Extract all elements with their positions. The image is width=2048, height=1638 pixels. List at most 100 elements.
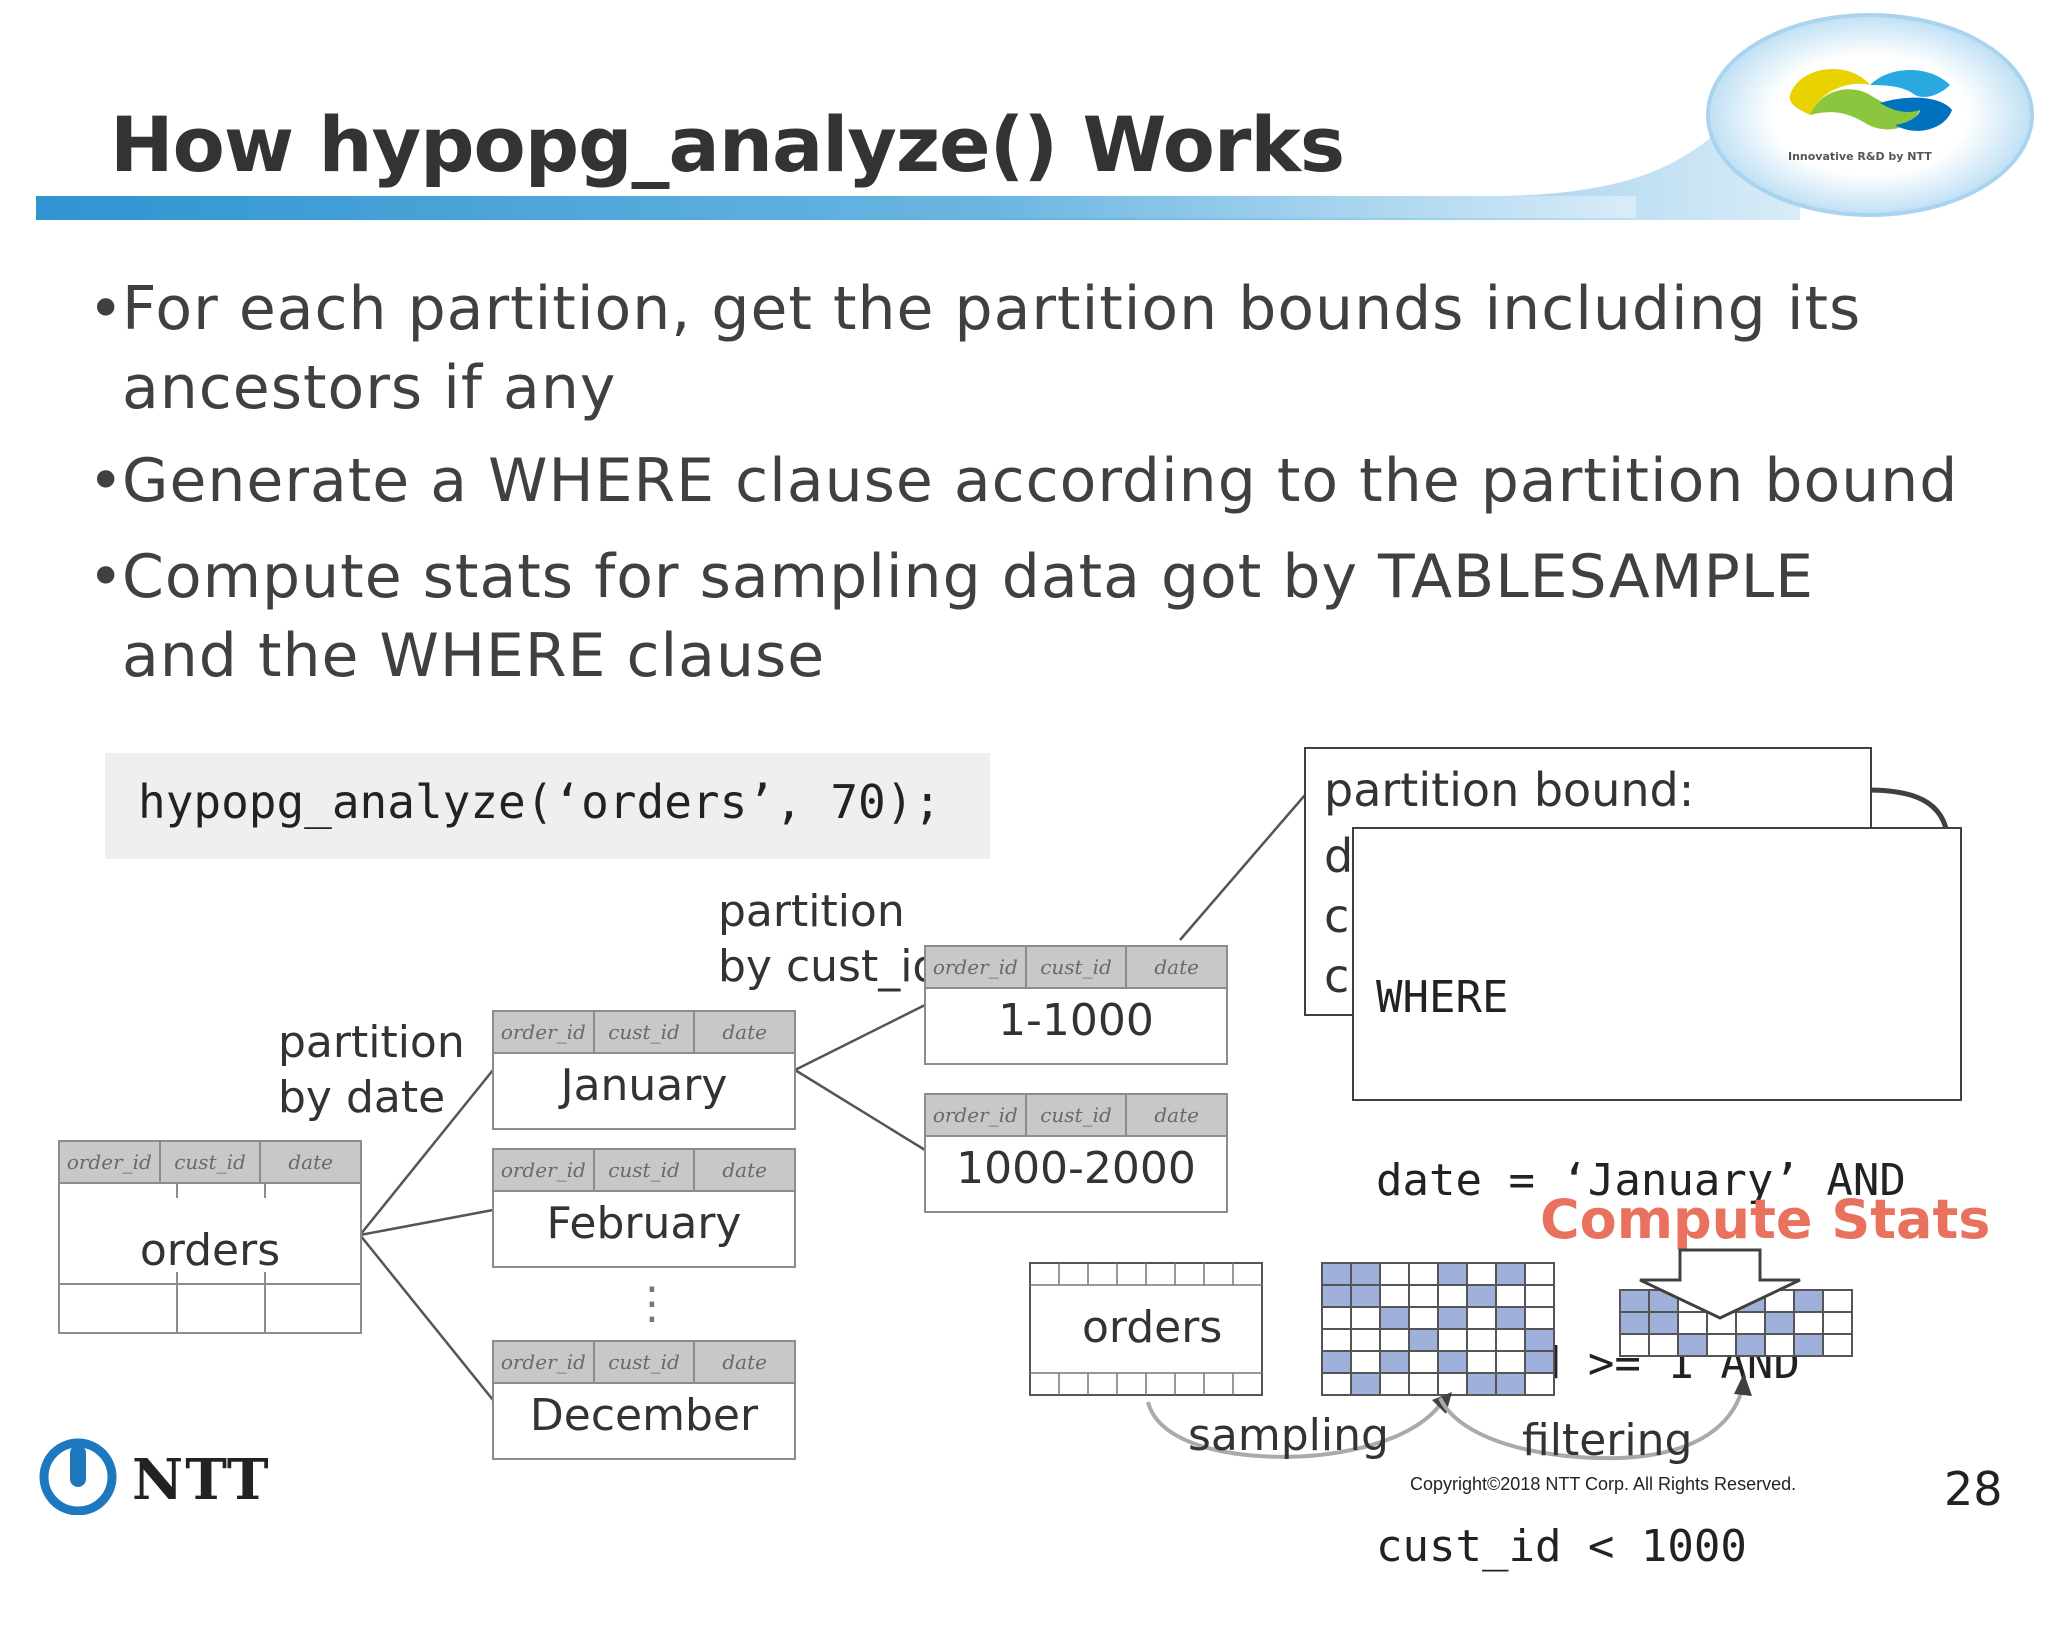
grid-cell <box>1524 1306 1555 1330</box>
brand-name: NTT <box>132 1447 271 1513</box>
grid-cell <box>1735 1333 1766 1357</box>
page-number: 28 <box>1944 1462 2003 1516</box>
filtering-label: filtering <box>1522 1415 1693 1466</box>
grid-cell <box>1408 1284 1439 1308</box>
table-grid-lines <box>60 1184 360 1332</box>
label-line: by date <box>278 1072 446 1123</box>
grid-cell <box>1677 1311 1708 1335</box>
grid-cell <box>1466 1284 1497 1308</box>
grid-cell <box>1379 1262 1410 1286</box>
grid-cell <box>1524 1372 1555 1396</box>
compute-table-label: orders <box>1082 1302 1223 1353</box>
column-header: date <box>722 1158 767 1182</box>
column-header: order_id <box>926 947 1027 987</box>
bullet-text-line: Compute stats for sampling data got by T… <box>122 542 1815 612</box>
table-orders: order_id cust_id date orders <box>58 1140 362 1334</box>
grid-cell <box>1619 1289 1650 1313</box>
table-partition-december: order_id cust_id date December <box>492 1340 796 1460</box>
column-header: date <box>288 1150 333 1174</box>
where-clause-box <box>1352 827 1962 1101</box>
table-partition-cust-1: order_id cust_id date 1-1000 <box>924 945 1228 1065</box>
ellipsis-vertical: ⋮ <box>630 1278 674 1329</box>
grid-cell <box>1321 1306 1352 1330</box>
grid-cell <box>1793 1311 1824 1335</box>
sampling-label: sampling <box>1188 1410 1389 1461</box>
grid-cell <box>1321 1350 1352 1374</box>
grid-cell <box>1408 1262 1439 1286</box>
grid-cell <box>1619 1311 1650 1335</box>
grid-cell <box>1524 1328 1555 1352</box>
grid-cell <box>1764 1311 1795 1335</box>
bullet-marker: • <box>88 274 125 344</box>
grid-cell <box>1437 1306 1468 1330</box>
bullet-text-line: and the WHERE clause <box>122 621 826 691</box>
grid-cell <box>1648 1333 1679 1357</box>
column-header: order_id <box>60 1142 161 1182</box>
column-header: date <box>1154 1103 1199 1127</box>
column-header: order_id <box>494 1342 595 1382</box>
grid-cell <box>1321 1372 1352 1396</box>
column-header: order_id <box>494 1012 595 1052</box>
grid-cell <box>1793 1289 1824 1313</box>
column-header: date <box>1154 955 1199 979</box>
grid-cell <box>1495 1350 1526 1374</box>
grid-cell <box>1350 1284 1381 1308</box>
grid-cell <box>1408 1328 1439 1352</box>
grid-cell <box>1408 1372 1439 1396</box>
column-header: cust_id <box>595 1150 696 1190</box>
table-partition-cust-2: order_id cust_id date 1000-2000 <box>924 1093 1228 1213</box>
grid-cell <box>1408 1350 1439 1374</box>
label-partition-by-cust: partition by cust_id <box>718 884 940 994</box>
grid-cell <box>1495 1262 1526 1286</box>
grid-cell <box>1524 1284 1555 1308</box>
grid-cell <box>1466 1306 1497 1330</box>
grid-cell <box>1466 1350 1497 1374</box>
grid-cell <box>1466 1262 1497 1286</box>
grid-cell <box>1466 1328 1497 1352</box>
grid-cell <box>1379 1350 1410 1374</box>
hidden-initial: c <box>1324 949 1350 1003</box>
bullet-item: • For each partition, get the partition … <box>88 270 2008 428</box>
slide-title: How hypopg_analyze() Works <box>110 100 1345 189</box>
grid-cell <box>1379 1284 1410 1308</box>
table-header: order_id cust_id date <box>926 1095 1226 1137</box>
label-line: partition <box>718 886 905 937</box>
grid-cell <box>1822 1311 1853 1335</box>
grid-cell <box>1437 1262 1468 1286</box>
partition-name: December <box>529 1390 759 1441</box>
grid-cell <box>1524 1350 1555 1374</box>
code-snippet: hypopg_analyze(‘orders’, 70); <box>138 775 942 829</box>
grid-cell <box>1822 1289 1853 1313</box>
table-name: orders <box>139 1225 281 1276</box>
grid-cell <box>1379 1328 1410 1352</box>
grid-cell <box>1495 1306 1526 1330</box>
grid-cell <box>1350 1350 1381 1374</box>
grid-cell <box>1466 1372 1497 1396</box>
column-header: cust_id <box>1027 947 1128 987</box>
grid-cell <box>1321 1262 1352 1286</box>
grid-cell <box>1793 1333 1824 1357</box>
grid-cell <box>1408 1306 1439 1330</box>
column-header: order_id <box>926 1095 1027 1135</box>
grid-cell <box>1379 1306 1410 1330</box>
copyright-text: Copyright©2018 NTT Corp. All Rights Rese… <box>1410 1474 1797 1494</box>
bullet-marker: • <box>88 542 125 612</box>
table-partition-february: order_id cust_id date February <box>492 1148 796 1268</box>
grid-cell <box>1524 1262 1555 1286</box>
grid-cell <box>1495 1328 1526 1352</box>
grid-cell <box>1350 1262 1381 1286</box>
where-line: WHERE <box>1376 972 1509 1023</box>
grid-cell <box>1735 1311 1766 1335</box>
grid-cell <box>1437 1350 1468 1374</box>
compute-stats-title: Compute Stats <box>1540 1188 1991 1251</box>
grid-cell <box>1437 1284 1468 1308</box>
hidden-initial: c <box>1324 889 1350 943</box>
bullet-text-line: For each partition, get the partition bo… <box>122 274 1862 344</box>
grid-cell <box>1350 1372 1381 1396</box>
grid-cell <box>1764 1333 1795 1357</box>
grid-cell <box>1706 1333 1737 1357</box>
column-header: cust_id <box>1027 1095 1128 1135</box>
grid-cell <box>1437 1372 1468 1396</box>
column-header: cust_id <box>595 1342 696 1382</box>
compute-stats-graphic <box>1029 1248 1853 1461</box>
